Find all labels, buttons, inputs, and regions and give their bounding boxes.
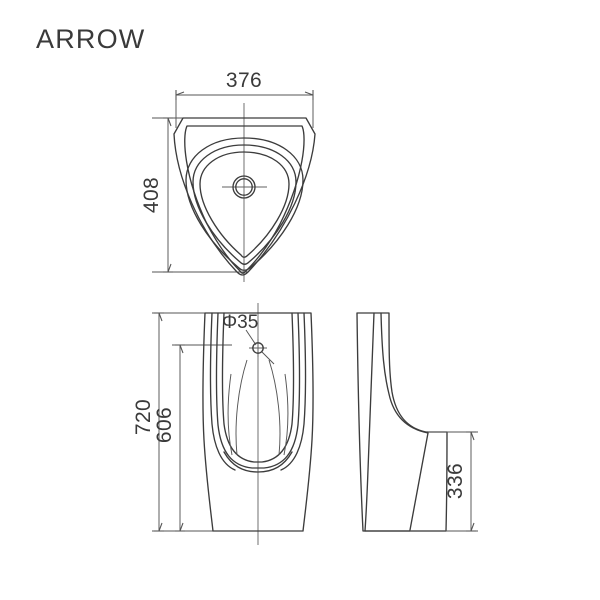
front-view-rim-left — [209, 312, 236, 471]
front-view-inlet — [249, 339, 267, 357]
top-view-bowl-well — [199, 151, 290, 258]
front-view-bowl-inner — [221, 312, 295, 463]
side-view-lip-curve — [380, 312, 429, 434]
front-view-flow-left-inner — [235, 359, 248, 456]
dimension-336-label: 336 — [444, 463, 467, 499]
dimension-408-label: 408 — [140, 177, 163, 213]
top-view: 376 408 — [140, 69, 316, 282]
dimension-720-label: 720 — [132, 399, 155, 435]
front-view-flow-left-outer — [227, 373, 233, 456]
diameter-label: Φ35 — [222, 312, 258, 333]
top-view-width-extensions — [175, 92, 314, 128]
side-view: 336 — [356, 312, 478, 532]
top-view-drain — [222, 175, 267, 199]
dimension-606-label: 606 — [153, 407, 176, 443]
front-view-bowl-outer — [215, 312, 301, 469]
front-view-outer-outline — [202, 312, 314, 532]
front-view: 720 606 — [132, 303, 314, 545]
side-view-front-edge — [364, 312, 375, 532]
brand-logo: ARROW — [36, 24, 146, 54]
front-view-flow-right-outer — [283, 373, 289, 456]
side-view-base-edge — [409, 432, 429, 531]
dimension-336: 336 — [444, 431, 476, 532]
top-view-bowl-outer — [185, 137, 304, 271]
front-view-bowl-bottom — [223, 451, 293, 473]
dimension-376-label: 376 — [226, 69, 262, 92]
dimension-376: 376 — [175, 69, 314, 100]
dimension-606: 606 — [153, 344, 185, 532]
dimension-408: 408 — [140, 117, 173, 273]
diameter-leader: Φ35 — [222, 312, 275, 365]
top-view-bowl-inner — [192, 144, 297, 265]
side-view-outline — [356, 312, 448, 532]
front-view-rim-right — [280, 312, 307, 471]
front-view-flow-right-inner — [268, 359, 281, 456]
dimension-720: 720 — [132, 312, 164, 532]
